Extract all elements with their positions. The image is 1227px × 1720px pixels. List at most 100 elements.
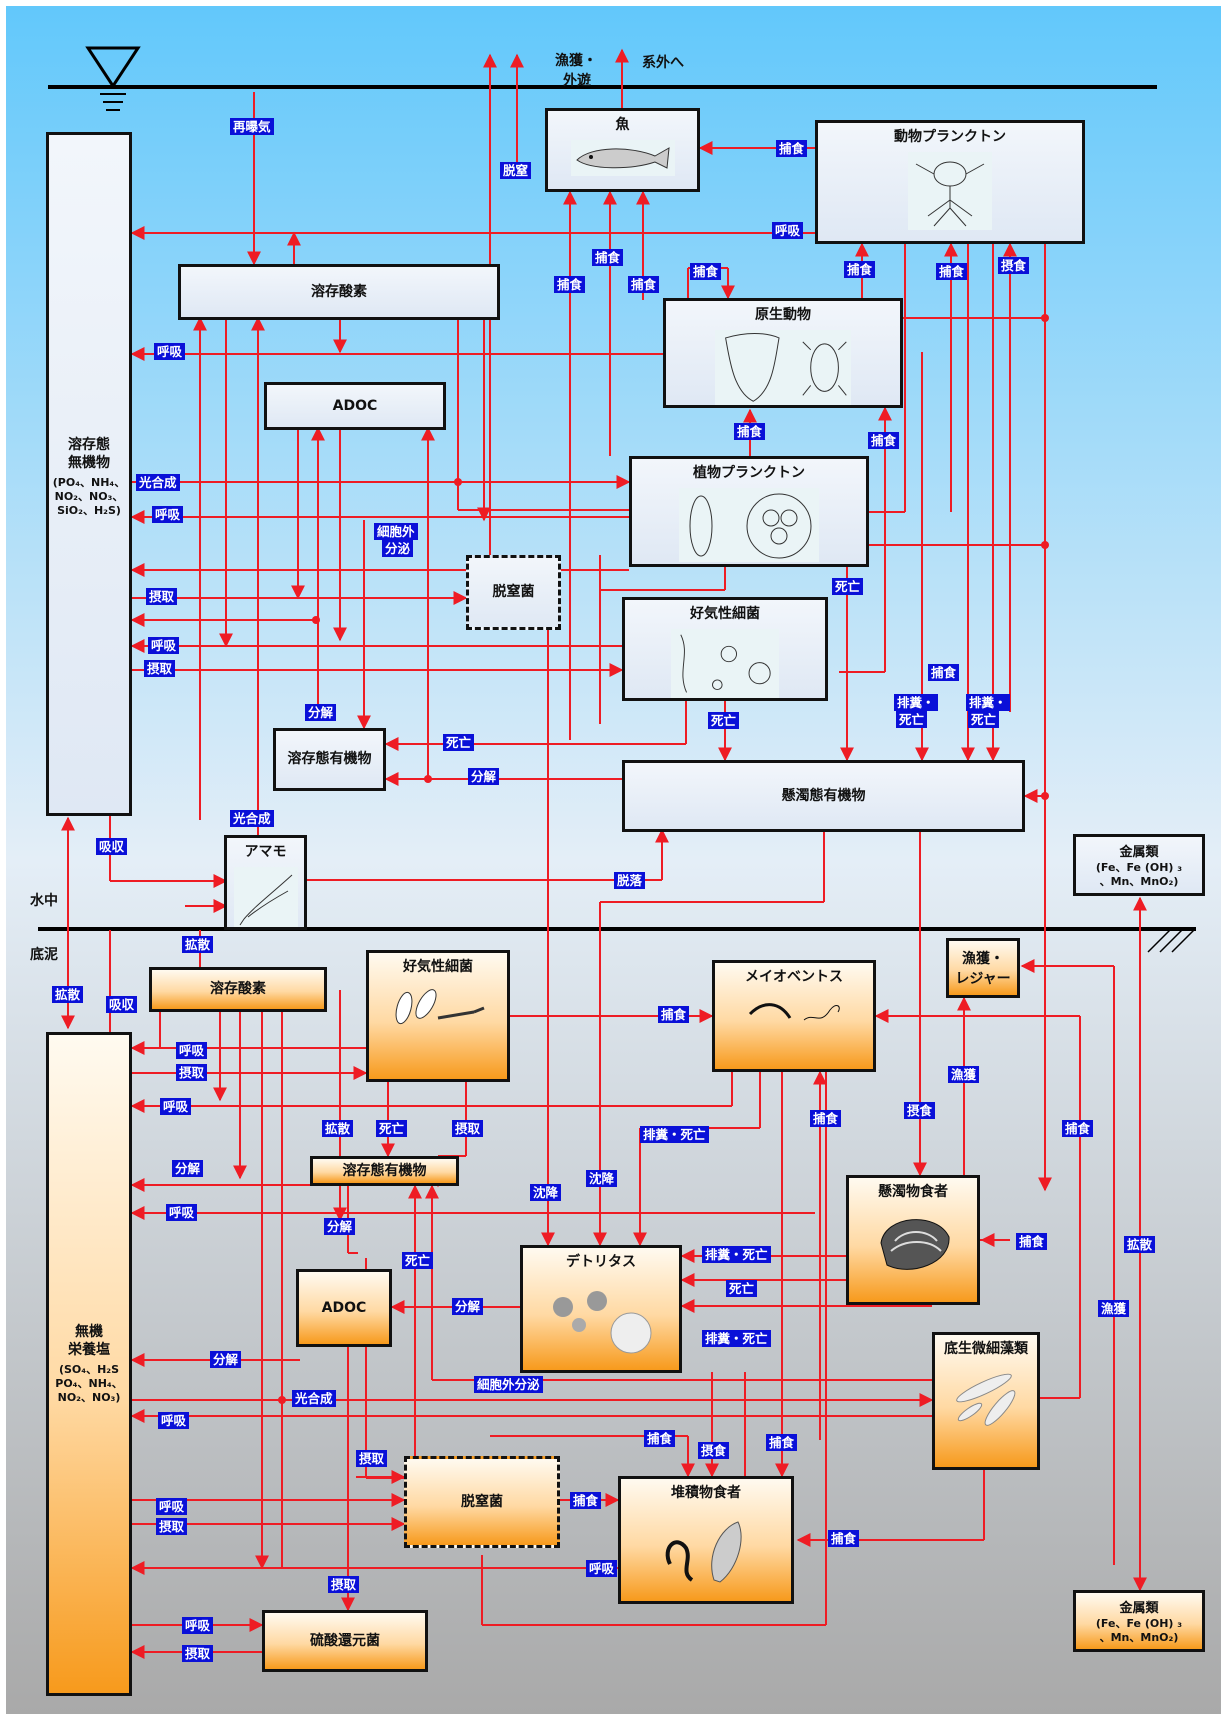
flow-tag: 拡散 <box>182 936 213 953</box>
flow-tag: 捕食 <box>776 140 807 157</box>
flow-tag: 排糞・ <box>894 694 938 711</box>
flow-tag: 分解 <box>452 1298 483 1315</box>
flow-tag: 光合成 <box>136 474 180 491</box>
denitrifier-water-box: 脱窒菌 <box>466 555 561 630</box>
dissolved-organic-sediment-box: 溶存態有機物 <box>310 1156 459 1186</box>
flow-tag: 細胞外 <box>374 523 418 540</box>
flow-tag: 分解 <box>210 1351 241 1368</box>
polychaete-icon <box>656 1508 756 1588</box>
flow-tag: 呼吸 <box>148 637 179 654</box>
dissolved-organic-water-box: 溶存態有機物 <box>273 728 386 791</box>
flow-tag: 捕食 <box>570 1492 601 1509</box>
benthic-microalgae-box: 底生微細藻類 <box>932 1332 1040 1470</box>
flow-tag: 捕食 <box>844 261 875 278</box>
flow-tag: 摂取 <box>182 1645 213 1662</box>
detritus-icon <box>541 1277 661 1357</box>
flow-tag: 拡散 <box>1124 1236 1155 1253</box>
flow-tag: 分解 <box>305 704 336 721</box>
flow-tag: 死亡 <box>708 712 739 729</box>
flow-tag: 捕食 <box>828 1530 859 1547</box>
flow-tag: 捕食 <box>868 432 899 449</box>
flow-tag: 摂取 <box>176 1064 207 1081</box>
deposit-feeder-box: 堆積物食者 <box>618 1476 794 1604</box>
flow-tag: 分解 <box>468 768 499 785</box>
flow-tag: 排糞・死亡 <box>640 1126 709 1143</box>
fishing-leisure-box: 漁獲・ レジャー <box>946 938 1020 998</box>
eelgrass-icon <box>234 867 298 927</box>
flow-tag: 捕食 <box>690 263 721 280</box>
flow-tag: 呼吸 <box>176 1042 207 1059</box>
dissolved-oxygen-sediment-box: 溶存酸素 <box>149 967 327 1012</box>
aerobic-bacteria-water-box: 好気性細菌 <box>622 597 828 701</box>
flow-tag: 摂食 <box>904 1102 935 1119</box>
suspended-organic-box: 懸濁態有機物 <box>622 760 1025 832</box>
bivalve-icon <box>871 1207 955 1279</box>
flow-tag: 捕食 <box>734 423 765 440</box>
flow-tag: 呼吸 <box>158 1412 189 1429</box>
inorganic-nutrients-box: 無機 栄養塩 (SO₄、H₂S PO₄、NH₄、 NO₂、NO₃) <box>46 1032 132 1696</box>
flow-tag: 呼吸 <box>586 1560 617 1577</box>
flow-tag: 摂取 <box>144 660 175 677</box>
flow-tag: 捕食 <box>936 263 967 280</box>
sediment-layer-label: 底泥 <box>30 944 58 964</box>
denitrifier-sediment-box: 脱窒菌 <box>404 1456 560 1548</box>
flow-tag: 死亡 <box>896 711 927 728</box>
fish-icon <box>571 140 675 176</box>
flow-tag: 摂食 <box>698 1442 729 1459</box>
flow-tag: 呼吸 <box>152 506 183 523</box>
flow-tag: 呼吸 <box>772 222 803 239</box>
meiobenthos-box: メイオベントス <box>712 960 876 1072</box>
flow-tag: 捕食 <box>644 1430 675 1447</box>
flow-tag: 沈降 <box>586 1170 617 1187</box>
flow-tag: 捕食 <box>1062 1120 1093 1137</box>
protozoa-icon <box>715 330 851 405</box>
catch-out-label-2: 外遊 <box>563 70 591 90</box>
flow-tag: 吸収 <box>106 996 137 1013</box>
metals-top-box: 金属類 (Fe、Fe (OH) ₃ 、Mn、MnO₂) <box>1073 834 1205 896</box>
flow-tag: 拡散 <box>322 1120 353 1137</box>
flow-tag: 漁獲 <box>1098 1300 1129 1317</box>
flow-tag: 排糞・ <box>966 694 1010 711</box>
flow-tag: 捕食 <box>628 276 659 293</box>
flow-tag: 摂食 <box>998 257 1029 274</box>
flow-tag: 捕食 <box>766 1434 797 1451</box>
adoc-water-box: ADOC <box>264 382 446 430</box>
zooplankton-box: 動物プランクトン <box>815 120 1085 244</box>
diatom-icon <box>944 1364 1028 1434</box>
flow-tag: 捕食 <box>658 1006 689 1023</box>
phytoplankton-icon <box>679 488 819 562</box>
flow-tag: 死亡 <box>726 1280 757 1297</box>
flow-tag: 捕食 <box>592 249 623 266</box>
flow-tag: 摂取 <box>452 1120 483 1137</box>
adoc-sediment-box: ADOC <box>296 1269 392 1347</box>
flow-tag: 分解 <box>172 1160 203 1177</box>
flow-tag: 死亡 <box>443 734 474 751</box>
eelgrass-box: アマモ <box>224 835 307 930</box>
flow-tag: 死亡 <box>376 1120 407 1137</box>
flow-tag: 拡散 <box>52 986 83 1003</box>
dissolved-oxygen-water-box: 溶存酸素 <box>178 264 500 320</box>
flow-tag: 呼吸 <box>166 1204 197 1221</box>
bacteria-icon <box>671 629 779 698</box>
detritus-box: デトリタス <box>520 1245 682 1373</box>
flow-tag: 捕食 <box>928 664 959 681</box>
water-layer-label: 水中 <box>30 890 58 910</box>
bacteria-rod-icon <box>390 982 486 1032</box>
flow-tag: 摂取 <box>328 1576 359 1593</box>
sulfate-reducer-box: 硫酸還元菌 <box>262 1610 428 1672</box>
flow-tag: 排糞・死亡 <box>702 1246 771 1263</box>
dissolved-inorganic-box: 溶存態 無機物 (PO₄、NH₄、 NO₂、NO₃、 SiO₂、H₂S) <box>46 132 132 816</box>
flow-tag: 呼吸 <box>160 1098 191 1115</box>
flow-tag: 光合成 <box>230 810 274 827</box>
protozoa-box: 原生動物 <box>663 298 903 408</box>
aerobic-bacteria-sediment-box: 好気性細菌 <box>366 950 510 1082</box>
flow-tag: 呼吸 <box>154 343 185 360</box>
to-outside-label: 系外へ <box>642 52 684 72</box>
flow-tag: 細胞外分泌 <box>474 1376 543 1393</box>
meiobenthos-icon <box>744 992 844 1032</box>
flow-tag: 死亡 <box>832 578 863 595</box>
catch-out-label-1: 漁獲・ <box>555 50 597 70</box>
flow-tag: 死亡 <box>402 1252 433 1269</box>
fish-box: 魚 <box>545 108 700 192</box>
